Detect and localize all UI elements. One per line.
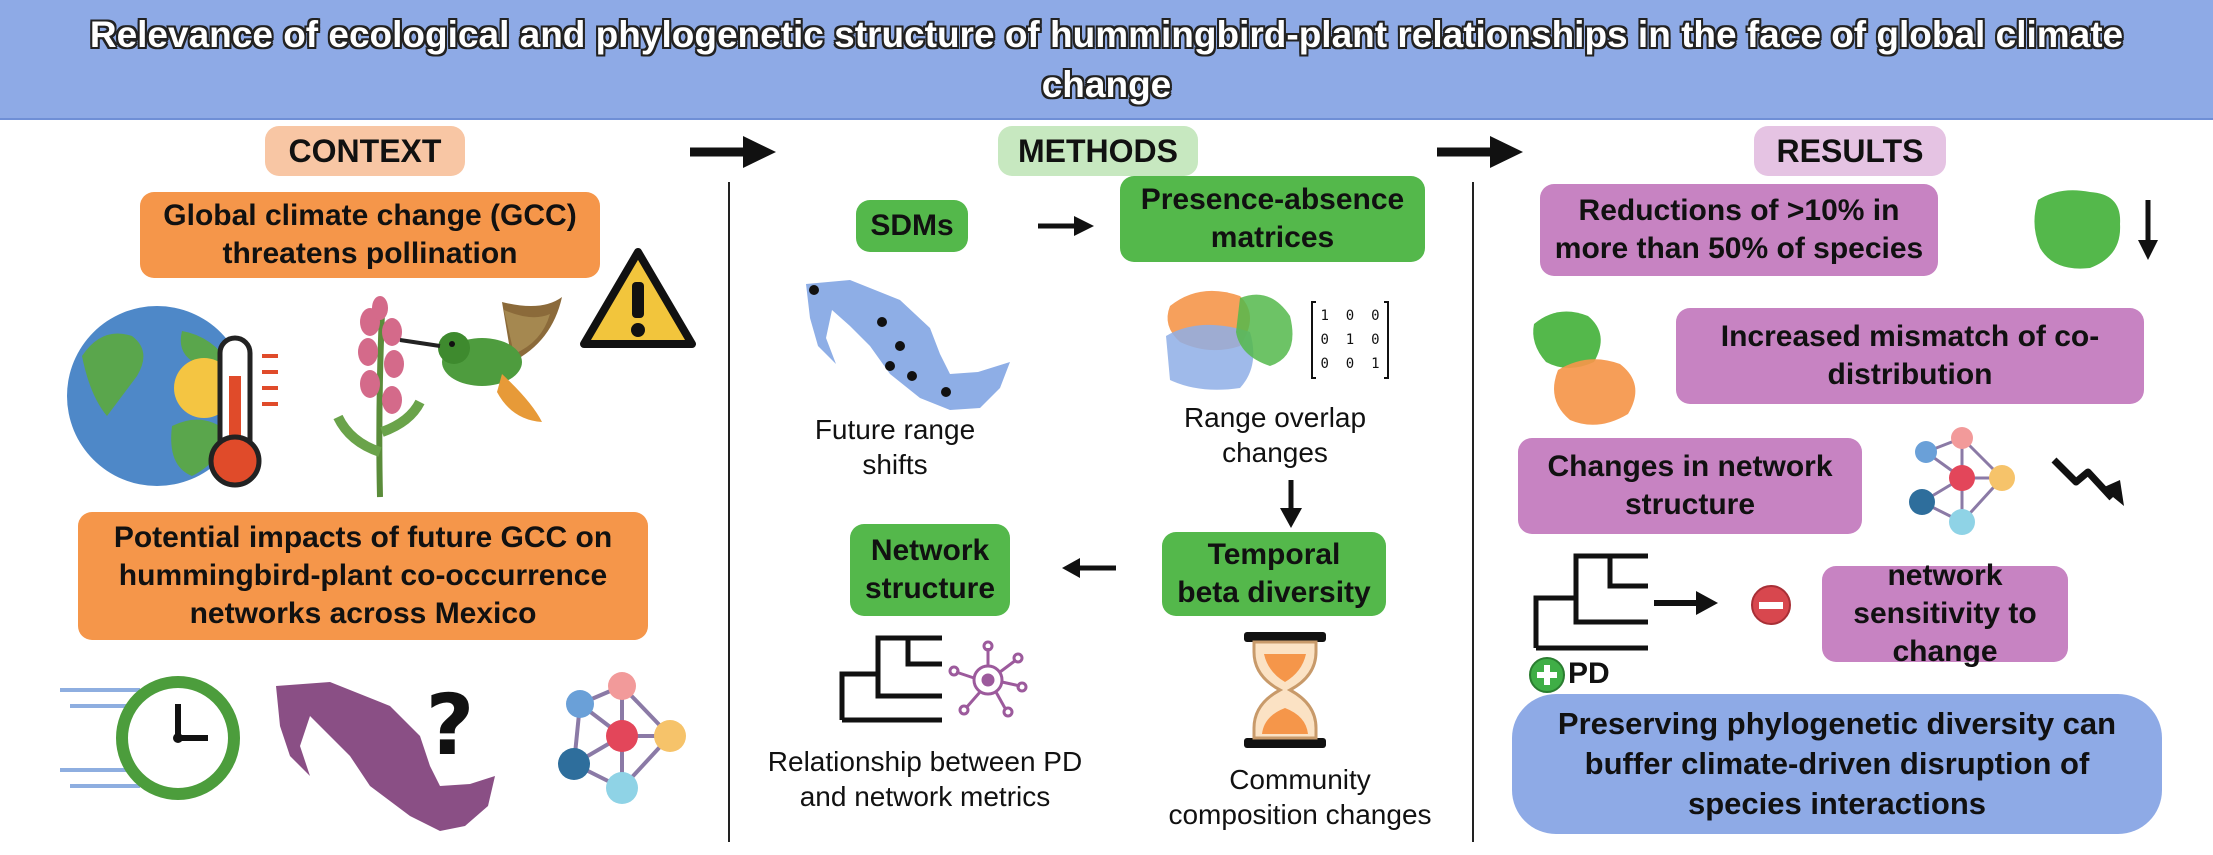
network-graph-results-icon (1909, 427, 2015, 535)
reductions-box: Reductions of >10% in more than 50% of s… (1540, 184, 1938, 276)
results-header: RESULTS (1754, 126, 1946, 176)
matrix-row: 1 0 0 (1320, 308, 1380, 324)
plus-circle-icon (1529, 657, 1565, 693)
network-sensitivity-box: network sensitivity to change (1822, 559, 2068, 668)
svg-text:?: ? (426, 676, 475, 774)
hummingbird-icon (399, 297, 562, 422)
arrow-down-temporal-icon (1280, 480, 1302, 528)
arrow-pd-sensitivity-icon (1654, 591, 1718, 615)
pd-label: PD (1568, 657, 1610, 690)
mismatch-blobs-icon (1533, 311, 1636, 425)
arrow-context-methods-icon (690, 136, 776, 168)
gcc-impacts-box: Potential impacts of future GCC on hummi… (78, 512, 648, 640)
gcc-threat-box: Global climate change (GCC) threatens po… (140, 192, 600, 278)
phylogenetic-tree-icon (839, 635, 942, 723)
arrow-sdms-presence-icon (1038, 216, 1094, 236)
divider-right (1472, 182, 1474, 842)
methods-header: METHODS (998, 126, 1198, 176)
question-mark-icon: ? (426, 676, 475, 774)
matrix-icon (1311, 301, 1389, 379)
arrow-methods-results-icon (1437, 136, 1523, 168)
community-composition-label: Community composition changes (1168, 764, 1432, 830)
network-structure-box: Network structure (850, 524, 1010, 616)
divider-left (728, 182, 730, 842)
mexico-map-icon (276, 682, 495, 831)
phylogenetic-tree-results-icon (1533, 553, 1648, 651)
network-changes-box: Changes in network structure (1518, 438, 1862, 534)
trend-down-icon (2051, 457, 2124, 506)
minus-circle-icon (1751, 585, 1791, 625)
title-banner (0, 0, 2213, 120)
presence-absence-box: Presence-absence matrices (1120, 176, 1425, 262)
range-overlap-icon (1166, 290, 1293, 390)
page-title: Relevance of ecological and phylogenetic… (89, 14, 2124, 105)
range-overlap-label: Range overlap changes (1183, 402, 1367, 468)
sdm-map-icon (806, 280, 1010, 410)
warning-triangle-icon (580, 248, 696, 348)
matrix-row: 0 1 0 (1320, 332, 1380, 348)
network-graph-icon (558, 672, 686, 804)
conclusion-box: Preserving phylogenetic diversity can bu… (1512, 694, 2162, 834)
pd-network-relationship-label: Relationship between PD and network metr… (767, 746, 1083, 812)
temporal-beta-box: Temporal beta diversity (1162, 532, 1386, 616)
presence-matrix: 1 0 0 0 1 0 0 0 1 (1316, 304, 1384, 376)
hourglass-icon (1244, 632, 1326, 748)
range-reduction-icon (2034, 190, 2158, 269)
sdms-box: SDMs (856, 200, 968, 252)
context-header: CONTEXT (265, 126, 465, 176)
future-range-label: Future range shifts (814, 414, 976, 480)
arrow-left-network-icon (1062, 558, 1116, 578)
earth-thermometer-icon (67, 306, 278, 488)
flower-plant-icon (333, 296, 425, 498)
fast-clock-icon (60, 676, 240, 800)
hub-network-icon (948, 640, 1028, 718)
mismatch-box: Increased mismatch of co-distribution (1676, 308, 2144, 404)
matrix-row: 0 0 1 (1320, 356, 1380, 372)
